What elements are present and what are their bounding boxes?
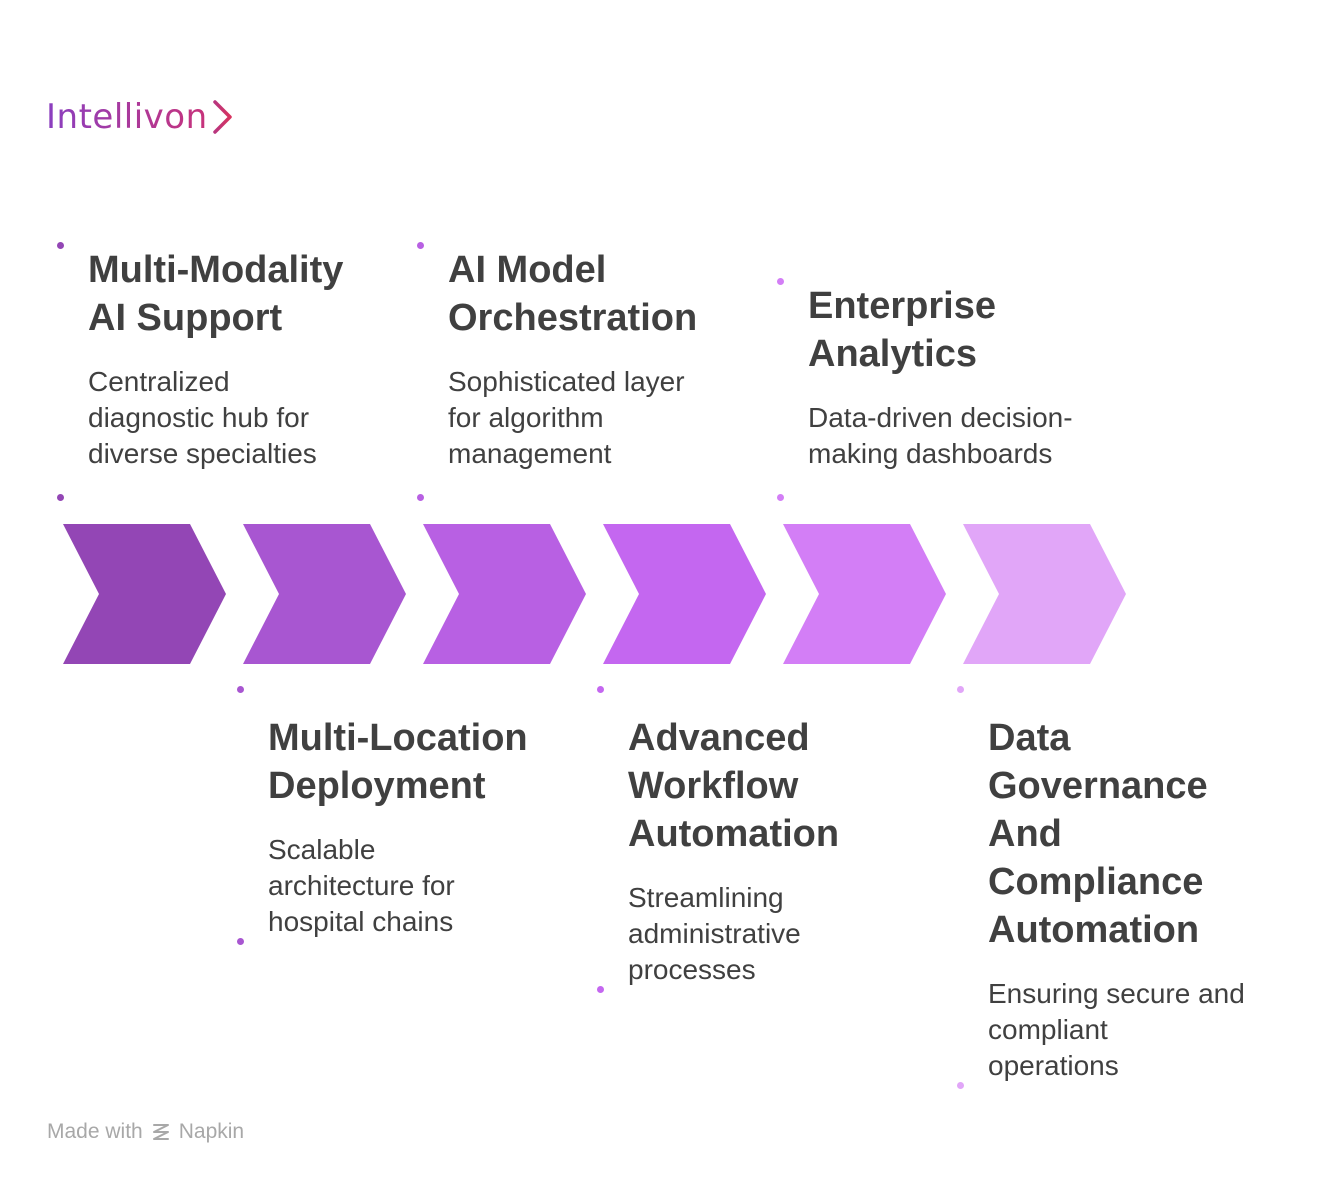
chevron-step-3 (423, 524, 586, 664)
marker-dot (57, 242, 64, 249)
marker-dot (777, 494, 784, 501)
brand-name: Intellivon (46, 97, 208, 137)
marker-dot (957, 686, 964, 693)
marker-dot (57, 494, 64, 501)
marker-dot (237, 686, 244, 693)
marker-dot (957, 1082, 964, 1089)
chevron-step-6 (963, 524, 1126, 664)
marker-dot (597, 986, 604, 993)
marker-dot (417, 242, 424, 249)
brand-logo: Intellivon (46, 94, 234, 140)
made-with-footer: Made with Napkin (47, 1120, 244, 1144)
marker-dot (597, 686, 604, 693)
marker-dot (417, 494, 424, 501)
made-with-label: Made with (47, 1120, 143, 1143)
napkin-label: Napkin (178, 1120, 245, 1143)
marker-dot (777, 278, 784, 285)
step-description: Data-driven decision-making dashboards (808, 402, 1073, 469)
marker-dot (237, 938, 244, 945)
chevron-right-icon (212, 100, 232, 134)
napkin-logo-icon (152, 1124, 169, 1140)
chevron-step-5 (783, 524, 946, 664)
chevron-step-1 (63, 524, 226, 664)
chevron-step-4 (603, 524, 766, 664)
chevron-step-2 (243, 524, 406, 664)
